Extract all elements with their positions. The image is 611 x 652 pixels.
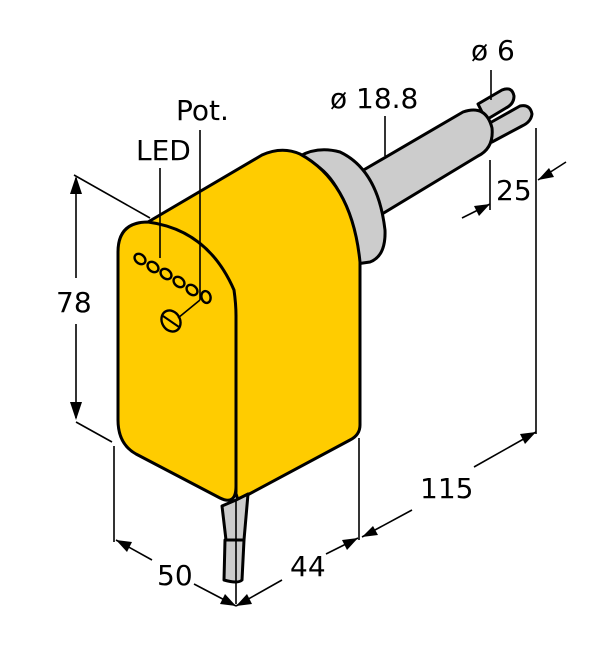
arrow-heads <box>70 168 554 606</box>
led-icon <box>146 260 160 274</box>
dimension-length: 115 <box>420 472 473 505</box>
arrow-icon <box>520 432 536 444</box>
housing-side-face <box>146 148 362 502</box>
tip-rod-upper <box>476 87 516 122</box>
arrow-icon <box>362 526 378 537</box>
dimension-probe-diameter: ø 18.8 <box>330 82 418 115</box>
led-icon <box>133 252 147 266</box>
dimension-height: 78 <box>56 286 92 319</box>
arrow-icon <box>538 168 554 180</box>
led-icon <box>159 267 173 281</box>
arrow-icon <box>116 540 132 552</box>
label-led: LED <box>136 134 191 167</box>
housing <box>116 148 362 502</box>
led-array <box>133 252 212 305</box>
dimension-lines <box>73 70 567 607</box>
dimension-tip-length: 25 <box>496 174 532 207</box>
probe-tube <box>353 108 494 222</box>
labels: Pot. LED 78 50 44 115 ø 18.8 ø 6 25 <box>56 34 532 592</box>
led-icon <box>172 275 186 289</box>
arrow-icon <box>342 538 358 550</box>
dimension-depth: 44 <box>290 550 326 583</box>
led-icon <box>200 289 212 305</box>
led-icon <box>185 283 199 297</box>
label-pot: Pot. <box>176 94 229 127</box>
arrow-down-icon <box>70 402 82 420</box>
dimension-tip-diameter: ø 6 <box>471 34 515 67</box>
arrow-up-icon <box>70 176 82 194</box>
arrow-icon <box>474 204 490 216</box>
housing-front-face <box>116 220 238 502</box>
dimension-width: 50 <box>157 559 193 592</box>
arrow-icon <box>220 594 236 606</box>
tip-rod-lower <box>486 104 534 144</box>
bottom-cable <box>220 492 250 604</box>
arrow-icon <box>236 594 252 606</box>
